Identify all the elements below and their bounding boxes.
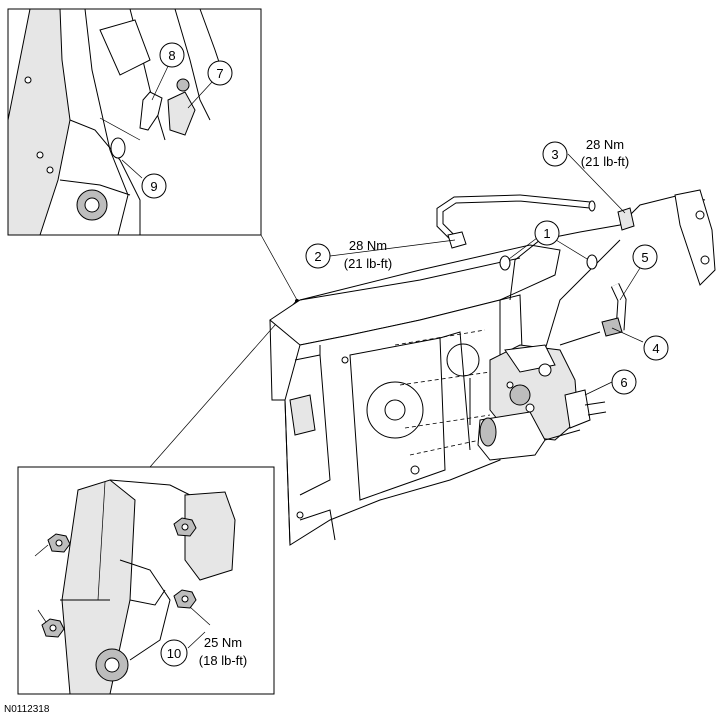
torque-lbft: (21 lb-ft) [581, 154, 629, 169]
callout-number: 2 [314, 249, 321, 264]
nut-icon [47, 533, 71, 553]
torque-lbft: (21 lb-ft) [344, 256, 392, 271]
nut-icon [173, 517, 197, 537]
callout-9: 9 [141, 173, 167, 199]
callout-2: 2 [305, 243, 331, 269]
callout-6: 6 [611, 369, 637, 395]
torque-spec-2: 28 Nm (21 lb-ft) [344, 238, 392, 271]
torque-spec-10: 25 Nm (18 lb-ft) [199, 635, 247, 668]
callout-3: 3 [542, 141, 568, 167]
inset-connector-top [260, 234, 298, 301]
torque-nm: 28 Nm [349, 238, 387, 253]
seal-ring [586, 254, 598, 270]
nut-icon [173, 589, 197, 609]
callout-4: 4 [643, 335, 669, 361]
callout-number: 8 [168, 48, 175, 63]
callout-number: 4 [652, 341, 659, 356]
callout-number: 3 [551, 147, 558, 162]
callout-7: 7 [207, 60, 233, 86]
callout-5: 5 [632, 244, 658, 270]
callout-number: 1 [543, 226, 550, 241]
detail-inset-top [7, 8, 262, 236]
leader-lines [329, 153, 644, 396]
callout-number: 6 [620, 375, 627, 390]
torque-nm: 28 Nm [586, 137, 624, 152]
callout-number: 9 [150, 179, 157, 194]
callout-1: 1 [534, 220, 560, 246]
mounting-studs [394, 329, 491, 456]
callout-10: 10 [160, 639, 188, 667]
callout-number: 10 [167, 646, 181, 661]
hydraulic-hose [436, 194, 596, 249]
figure-id: N0112318 [4, 704, 50, 715]
torque-nm: 25 Nm [204, 635, 242, 650]
brake-tube [509, 189, 716, 351]
callout-number: 5 [641, 250, 648, 265]
torque-spec-3: 28 Nm (21 lb-ft) [581, 137, 629, 169]
detail-inset-bottom [17, 466, 275, 695]
fluid-hose [559, 283, 627, 346]
master-cylinder-assembly [477, 344, 607, 461]
nut-icon [41, 618, 65, 638]
dash-panel-structure [269, 244, 561, 546]
seal-ring [499, 255, 511, 271]
callout-8: 8 [159, 42, 185, 68]
torque-lbft: (18 lb-ft) [199, 653, 247, 668]
callout-number: 7 [216, 66, 223, 81]
inset-connector-bottom [149, 299, 298, 468]
